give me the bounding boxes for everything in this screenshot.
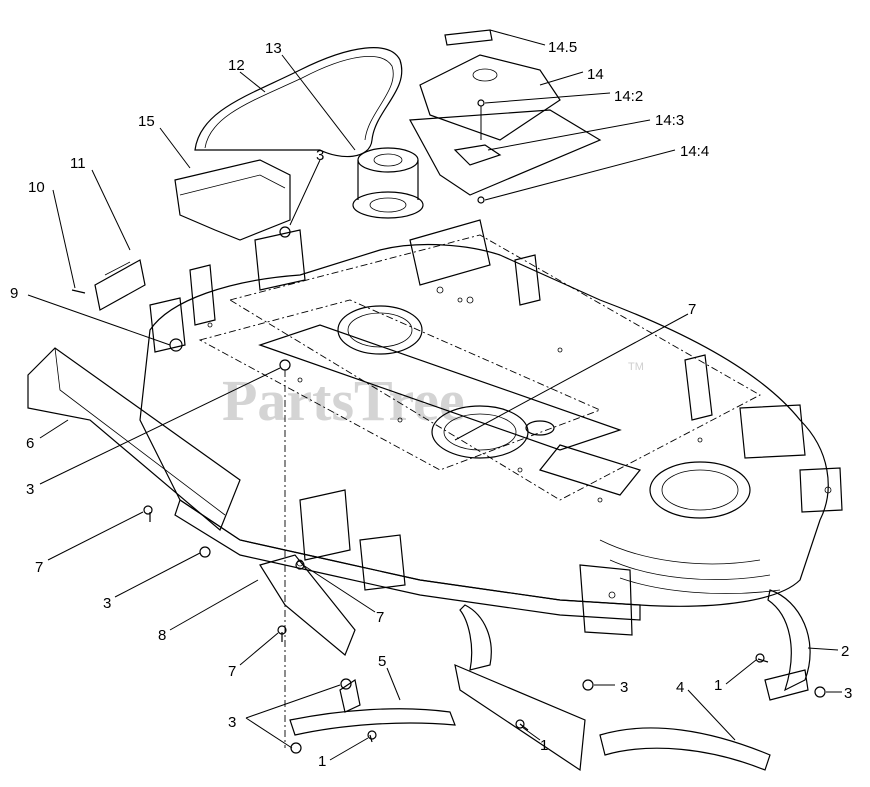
callout-3-left: 3 (26, 481, 34, 498)
hardware (71, 226, 826, 754)
callout-11: 11 (70, 155, 86, 172)
watermark-text: PartsTree (222, 368, 465, 433)
callout-13: 13 (265, 40, 282, 57)
callout-14-3: 14:3 (655, 112, 684, 129)
callout-5: 5 (378, 653, 386, 670)
idler-pulley (352, 147, 424, 219)
callout-9: 9 (10, 285, 18, 302)
baffle-plate-8 (259, 554, 356, 656)
side-skirt-2 (764, 589, 811, 701)
callout-12: 12 (228, 57, 245, 74)
decal-14-5 (444, 29, 493, 46)
spindle-opening-left (337, 305, 423, 355)
callout-7-mid: 7 (376, 609, 384, 626)
callout-7-low: 7 (228, 663, 236, 680)
callout-14-4: 14:4 (680, 143, 709, 160)
callout-3-bottom: 3 (228, 714, 236, 731)
callout-1-center: 1 (540, 737, 548, 754)
callout-15: 15 (138, 113, 155, 130)
callout-labels: 14.5 14 14:2 14:3 14:4 13 12 15 3 11 10 … (10, 39, 852, 770)
callout-2: 2 (841, 643, 849, 660)
callout-10: 10 (28, 179, 45, 196)
mower-deck (139, 219, 843, 636)
drive-belt (194, 47, 403, 158)
callout-6: 6 (26, 435, 34, 452)
callout-8: 8 (158, 627, 166, 644)
front-skirt-5 (289, 679, 456, 736)
right-skirt-4 (599, 727, 771, 771)
callout-1-bottom: 1 (318, 753, 326, 770)
callout-3-top: 3 (316, 147, 324, 164)
callout-14: 14 (587, 66, 604, 83)
callout-14-2: 14:2 (614, 88, 643, 105)
spindle-opening-right (649, 461, 751, 519)
center-skirt (454, 604, 586, 772)
mount-bracket (94, 259, 146, 311)
watermark-tm: TM (628, 361, 644, 373)
callout-3-lower-left: 3 (103, 595, 111, 612)
callout-7-top: 7 (688, 301, 696, 318)
callout-7-left: 7 (35, 559, 43, 576)
belt-cover (174, 159, 291, 241)
callout-14-5: 14.5 (548, 39, 577, 56)
left-baffle (27, 347, 241, 531)
callout-3-right: 3 (844, 685, 852, 702)
callout-3-center: 3 (620, 679, 628, 696)
callout-4: 4 (676, 679, 684, 696)
top-shield-assembly (409, 29, 602, 204)
callout-1-right: 1 (714, 677, 722, 694)
leader-lines (27, 29, 842, 761)
